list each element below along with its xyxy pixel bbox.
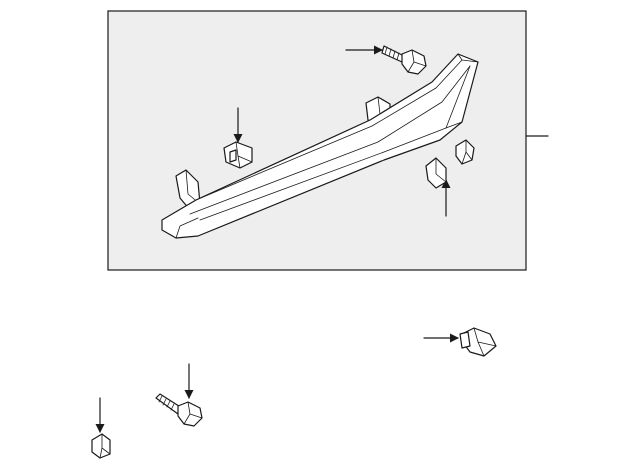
nut-icon (455, 139, 475, 165)
rocker-molding-icon (161, 53, 479, 239)
bolt-icon (155, 393, 203, 427)
clip-icon (223, 141, 253, 169)
bolt-icon (381, 45, 427, 75)
retainer-icon (425, 157, 447, 189)
clip-icon (459, 327, 497, 357)
retainer-icon (91, 433, 111, 459)
